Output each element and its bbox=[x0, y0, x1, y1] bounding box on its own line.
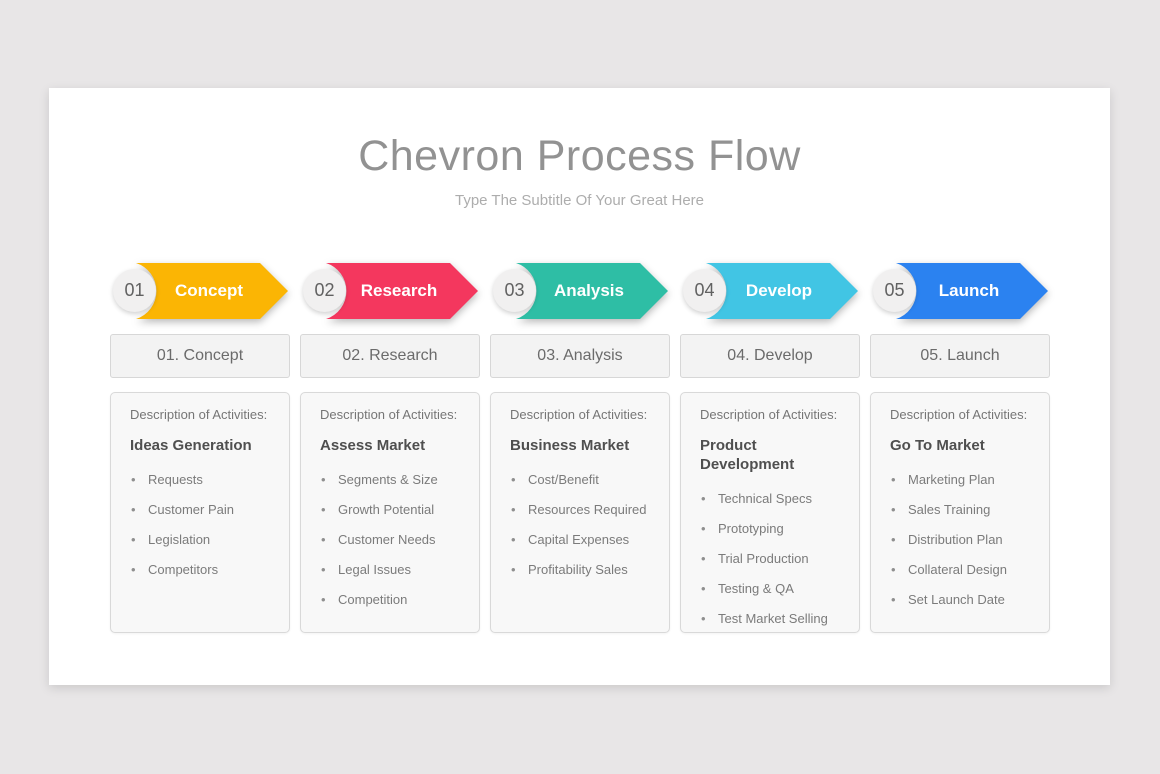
chevron-arrow-icon bbox=[706, 263, 858, 319]
chevron-step-5: 05 Launch bbox=[870, 262, 1050, 320]
activity-list: Marketing PlanSales TrainingDistribution… bbox=[890, 472, 1035, 608]
step-label: Launch bbox=[938, 281, 1000, 300]
chevron-arrow-icon bbox=[136, 263, 288, 319]
chevron-step-2: 02 Research bbox=[300, 262, 480, 320]
activity-item: Prototyping bbox=[700, 521, 845, 537]
activity-item: Competitors bbox=[130, 562, 275, 578]
step-number-circle: 03 bbox=[493, 269, 536, 312]
activity-item: Legislation bbox=[130, 532, 275, 548]
card-row: Description of Activities: Ideas Generat… bbox=[110, 392, 1050, 633]
slide-header: Chevron Process Flow Type The Subtitle O… bbox=[49, 130, 1110, 211]
activity-item: Cost/Benefit bbox=[510, 472, 655, 488]
activity-list: Cost/BenefitResources RequiredCapital Ex… bbox=[510, 472, 655, 578]
step-number: 03 bbox=[504, 280, 525, 300]
step-label-box-1: 01. Concept bbox=[110, 334, 290, 378]
chevron-row: 01 Concept 02 Research 03 Analysis bbox=[110, 262, 1050, 320]
step-label-box-3: 03. Analysis bbox=[490, 334, 670, 378]
activity-item: Resources Required bbox=[510, 502, 655, 518]
label-row: 01. Concept 02. Research 03. Analysis 04… bbox=[110, 334, 1050, 378]
activity-item: Customer Pain bbox=[130, 502, 275, 518]
page-subtitle: Type The Subtitle Of Your Great Here bbox=[454, 192, 705, 209]
step-number: 04 bbox=[694, 280, 715, 300]
card-heading: Description of Activities: bbox=[130, 407, 268, 422]
card-title: Business Market bbox=[510, 437, 630, 454]
step-label-box-4: 04. Develop bbox=[680, 334, 860, 378]
step-label-box-5: 05. Launch bbox=[870, 334, 1050, 378]
step-label: Research bbox=[360, 281, 438, 300]
activity-item: Segments & Size bbox=[320, 472, 465, 488]
activity-list: RequestsCustomer PainLegislationCompetit… bbox=[130, 472, 275, 578]
card-heading: Description of Activities: bbox=[890, 407, 1028, 422]
activity-item: Growth Potential bbox=[320, 502, 465, 518]
activity-item: Testing & QA bbox=[700, 581, 845, 597]
step-number: 01 bbox=[124, 280, 145, 300]
activity-item: Technical Specs bbox=[700, 491, 845, 507]
activity-card-5: Description of Activities: Go To Market … bbox=[870, 392, 1050, 633]
page-title: Chevron Process Flow bbox=[358, 132, 801, 180]
step-number-circle: 04 bbox=[683, 269, 726, 312]
step-number: 05 bbox=[884, 280, 905, 300]
activity-item: Sales Training bbox=[890, 502, 1035, 518]
activity-item: Requests bbox=[130, 472, 275, 488]
activity-list: Technical SpecsPrototypingTrial Producti… bbox=[700, 491, 845, 627]
slide-canvas: Chevron Process Flow Type The Subtitle O… bbox=[49, 88, 1110, 685]
activity-item: Competition bbox=[320, 592, 465, 608]
activity-item: Set Launch Date bbox=[890, 592, 1035, 608]
card-title: Assess Market bbox=[320, 437, 426, 454]
chevron-step-3: 03 Analysis bbox=[490, 262, 670, 320]
chevron-step-1: 01 Concept bbox=[110, 262, 290, 320]
card-title: Product Development bbox=[700, 437, 795, 473]
activity-card-3: Description of Activities: Business Mark… bbox=[490, 392, 670, 633]
step-number: 02 bbox=[314, 280, 335, 300]
step-number-circle: 05 bbox=[873, 269, 916, 312]
activity-item: Trial Production bbox=[700, 551, 845, 567]
step-label: Concept bbox=[175, 281, 243, 300]
activity-card-2: Description of Activities: Assess Market… bbox=[300, 392, 480, 633]
activity-item: Customer Needs bbox=[320, 532, 465, 548]
activity-item: Legal Issues bbox=[320, 562, 465, 578]
card-title: Ideas Generation bbox=[130, 437, 252, 454]
chevron-arrow-icon bbox=[326, 263, 478, 319]
activity-list: Segments & SizeGrowth PotentialCustomer … bbox=[320, 472, 465, 608]
activity-item: Capital Expenses bbox=[510, 532, 655, 548]
activity-item: Profitability Sales bbox=[510, 562, 655, 578]
step-label: Analysis bbox=[554, 281, 624, 300]
activity-item: Test Market Selling bbox=[700, 611, 845, 627]
step-number-circle: 01 bbox=[113, 269, 156, 312]
card-heading: Description of Activities: bbox=[700, 407, 838, 422]
activity-card-4: Description of Activities: Product Devel… bbox=[680, 392, 860, 633]
step-number-circle: 02 bbox=[303, 269, 346, 312]
card-heading: Description of Activities: bbox=[320, 407, 458, 422]
chevron-arrow-icon bbox=[896, 263, 1048, 319]
activity-item: Collateral Design bbox=[890, 562, 1035, 578]
card-title: Go To Market bbox=[890, 437, 985, 454]
chevron-step-4: 04 Develop bbox=[680, 262, 860, 320]
activity-item: Distribution Plan bbox=[890, 532, 1035, 548]
card-heading: Description of Activities: bbox=[510, 407, 648, 422]
activity-item: Marketing Plan bbox=[890, 472, 1035, 488]
chevron-arrow-icon bbox=[516, 263, 668, 319]
activity-card-1: Description of Activities: Ideas Generat… bbox=[110, 392, 290, 633]
step-label: Develop bbox=[745, 281, 813, 300]
step-label-box-2: 02. Research bbox=[300, 334, 480, 378]
